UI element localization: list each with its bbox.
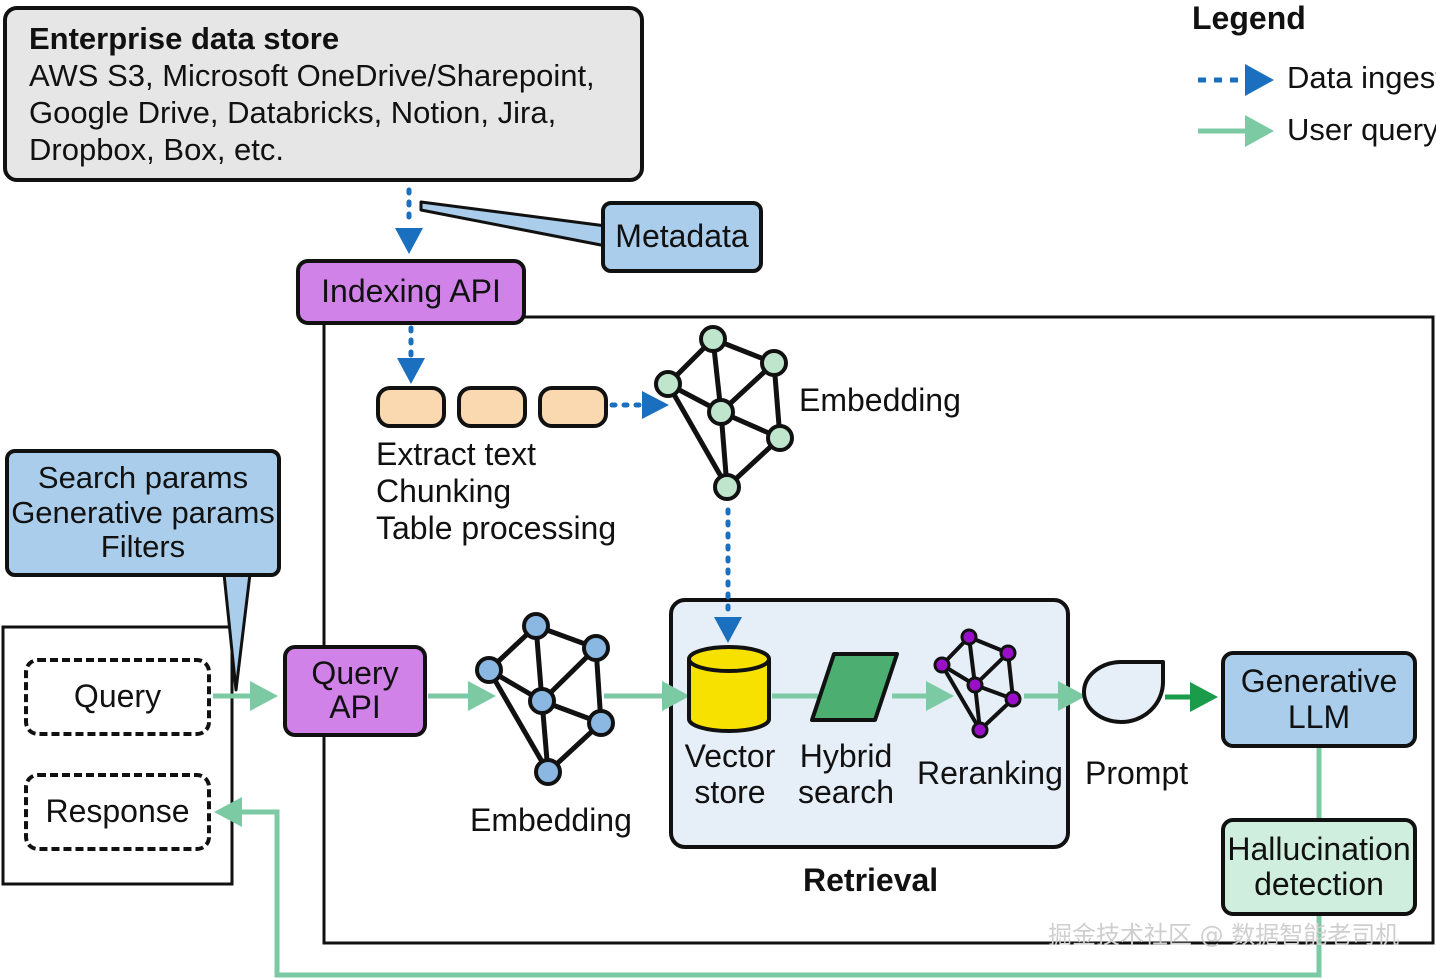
response-label: Response	[45, 793, 190, 830]
retrieval-title: Retrieval	[803, 862, 939, 898]
generative-llm-box: Generative LLM	[1221, 651, 1417, 748]
system-frame	[322, 315, 1435, 945]
database-cylinder-icon	[687, 645, 771, 733]
legend-title: Legend	[1192, 0, 1306, 36]
hybrid-search-line: Hybrid	[799, 738, 893, 774]
vector-store-line: Vector	[684, 738, 776, 774]
metadata-box: Metadata	[601, 201, 763, 273]
ingest-arrows	[406, 187, 731, 618]
prompt-to-llm-arrowhead	[1190, 682, 1218, 712]
prompt-label: Prompt	[1085, 755, 1189, 791]
vector-store-label: Vector store	[676, 738, 784, 811]
enterprise-store-title: Enterprise data store	[29, 20, 340, 56]
hallucination-line: detection	[1254, 866, 1384, 902]
query-input[interactable]: Query	[24, 658, 211, 736]
search-params-line: Search params	[37, 459, 249, 495]
prompt-leaf-icon	[1081, 660, 1165, 724]
enterprise-store-line: Dropbox, Box, etc.	[29, 132, 285, 168]
reranking-graph-icon	[933, 628, 1022, 739]
hybrid-search-label: Hybrid search	[792, 738, 900, 811]
query-api-line: Query	[311, 655, 399, 692]
processing-step: Extract text	[376, 436, 537, 472]
processing-step: Chunking	[376, 472, 512, 509]
hybrid-search-line: search	[797, 773, 895, 810]
indexing-api-label: Indexing API	[321, 273, 501, 310]
graph-network-icon	[654, 325, 794, 501]
hallucination-detection-box: Hallucination detection	[1221, 818, 1417, 916]
embedding-bottom-label: Embedding	[470, 802, 632, 838]
enterprise-store-line: Google Drive, Databricks, Notion, Jira,	[29, 95, 557, 130]
graph-network-icon	[475, 612, 615, 786]
chunk-pill	[538, 386, 608, 428]
processing-steps: Extract text Chunking Table processing	[376, 436, 616, 546]
legend-ingest-arrowhead	[1245, 64, 1274, 96]
response-output: Response	[24, 773, 211, 851]
enterprise-store-line: AWS S3, Microsoft OneDrive/Sharepoint,	[29, 57, 595, 93]
chunk-pill	[457, 386, 527, 428]
legend-query-arrowhead	[1245, 115, 1274, 147]
query-api-box: Query API	[283, 645, 427, 737]
search-params-line: Filters	[100, 529, 186, 565]
legend-data-ingest: Data ingest	[1287, 60, 1436, 95]
enterprise-data-store: Enterprise data store AWS S3, Microsoft …	[3, 6, 644, 182]
reranking-label: Reranking	[917, 755, 1063, 791]
watermark: 掘金技术社区 @ 数据智能老司机	[1048, 921, 1400, 949]
hallucination-line: Hallucination	[1227, 830, 1411, 867]
metadata-callout-pointer	[419, 200, 608, 248]
embedding-top-label: Embedding	[799, 382, 961, 418]
hybrid-search-shape	[810, 652, 899, 722]
generative-llm-line: Generative	[1240, 663, 1398, 700]
metadata-label: Metadata	[615, 218, 749, 255]
query-label: Query	[73, 678, 162, 715]
generative-llm-line: LLM	[1287, 698, 1351, 735]
processing-step: Table processing	[376, 509, 617, 546]
query-arrowheads	[214, 681, 1086, 827]
legend-user-query: User query	[1287, 112, 1436, 147]
search-params-line: Generative params	[11, 494, 275, 530]
vector-store-line: store	[694, 773, 766, 810]
chunk-pill	[376, 386, 446, 428]
ingest-arrowheads	[395, 228, 742, 643]
indexing-api-box: Indexing API	[296, 259, 526, 325]
query-api-line: API	[329, 689, 381, 725]
search-params-callout: Search params Generative params Filters	[5, 449, 281, 577]
